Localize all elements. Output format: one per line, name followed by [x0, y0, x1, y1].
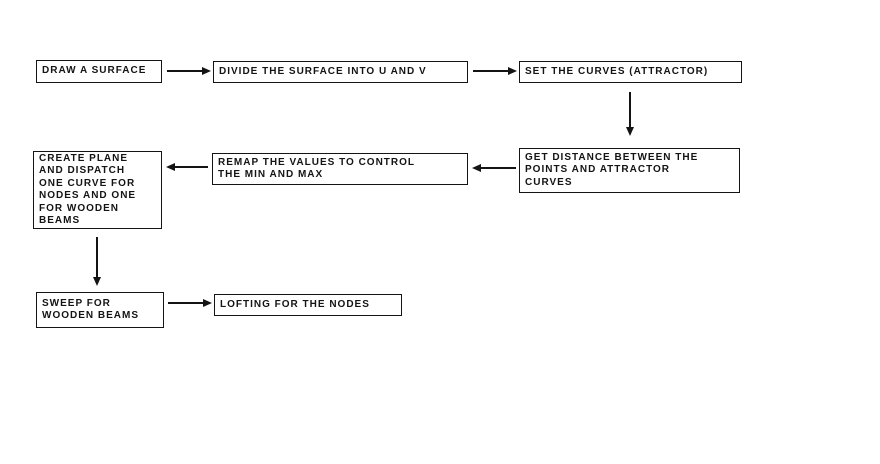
arrow-shaft — [167, 70, 204, 72]
arrow-divide-to-setcurves-icon — [473, 66, 517, 76]
node-get-distance-label: GET DISTANCE BETWEEN THE POINTS AND ATTR… — [525, 151, 699, 188]
node-divide-surface-label: DIVIDE THE SURFACE INTO U AND V — [219, 65, 427, 77]
arrow-shaft — [473, 70, 510, 72]
node-sweep-beams: SWEEP FOR WOODEN BEAMS — [36, 292, 164, 328]
arrow-head-icon — [508, 66, 517, 75]
arrow-shaft — [173, 166, 208, 168]
node-create-plane: CREATE PLANE AND DISPATCH ONE CURVE FOR … — [33, 151, 162, 229]
arrow-shaft — [96, 237, 98, 279]
arrow-head-icon — [92, 277, 101, 286]
node-lofting-nodes: LOFTING FOR THE NODES — [214, 294, 402, 316]
arrow-getdistance-to-remap-icon — [472, 163, 516, 173]
arrow-head-icon — [202, 66, 211, 75]
arrow-remap-to-createplane-icon — [166, 162, 208, 172]
arrow-shaft — [629, 92, 631, 129]
node-draw-surface: DRAW A SURFACE — [36, 60, 162, 83]
node-divide-surface: DIVIDE THE SURFACE INTO U AND V — [213, 61, 468, 83]
node-lofting-nodes-label: LOFTING FOR THE NODES — [220, 298, 370, 310]
arrow-sweep-to-lofting-icon — [168, 298, 212, 308]
arrow-head-icon — [203, 298, 212, 307]
node-set-curves: SET THE CURVES (ATTRACTOR) — [519, 61, 742, 83]
node-draw-surface-label: DRAW A SURFACE — [42, 65, 147, 77]
node-sweep-beams-label: SWEEP FOR WOODEN BEAMS — [42, 297, 139, 322]
arrow-shaft — [168, 302, 205, 304]
arrow-head-icon — [625, 127, 634, 136]
arrow-createplane-to-sweep-icon — [92, 237, 102, 286]
arrow-setcurves-to-getdistance-icon — [625, 92, 635, 136]
node-remap-values: REMAP THE VALUES TO CONTROL THE MIN AND … — [212, 153, 468, 185]
node-create-plane-label: CREATE PLANE AND DISPATCH ONE CURVE FOR … — [39, 152, 137, 227]
node-remap-values-label: REMAP THE VALUES TO CONTROL THE MIN AND … — [218, 156, 416, 181]
arrow-head-icon — [472, 163, 481, 172]
arrow-head-icon — [166, 162, 175, 171]
node-get-distance: GET DISTANCE BETWEEN THE POINTS AND ATTR… — [519, 148, 740, 193]
arrow-shaft — [479, 167, 516, 169]
arrow-draw-to-divide-icon — [167, 66, 211, 76]
node-set-curves-label: SET THE CURVES (ATTRACTOR) — [525, 65, 709, 77]
